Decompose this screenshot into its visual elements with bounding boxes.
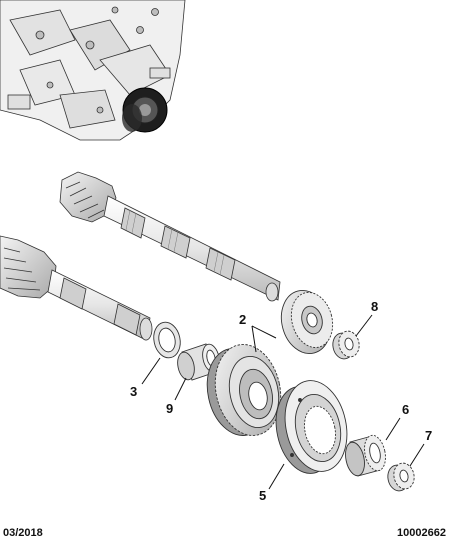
nut-part-7 xyxy=(387,462,415,492)
ring-part-6 xyxy=(345,434,386,477)
gear-upper-part-2 xyxy=(280,290,334,354)
callout-2: 2 xyxy=(239,312,246,327)
leader-lines xyxy=(141,314,425,490)
needle-bearing-part-9 xyxy=(177,343,220,381)
leader-7 xyxy=(409,443,425,467)
callout-6: 6 xyxy=(402,402,409,417)
gearbox-housing xyxy=(0,0,186,141)
gear-lower-part-2 xyxy=(206,344,282,436)
callout-8: 8 xyxy=(371,299,378,314)
leader-2-upper xyxy=(251,325,277,339)
nut-part-8 xyxy=(332,330,360,360)
primary-shaft xyxy=(59,171,281,302)
leader-3 xyxy=(141,357,161,385)
callout-9: 9 xyxy=(166,401,173,416)
washer-part-3 xyxy=(153,321,181,359)
leader-6 xyxy=(385,417,401,441)
callout-7: 7 xyxy=(425,428,432,443)
leader-2-lower xyxy=(251,325,257,353)
callout-5: 5 xyxy=(259,488,266,503)
footer-reference-number: 10002662 xyxy=(397,527,446,539)
footer-date: 03/2018 xyxy=(3,527,43,539)
leader-8 xyxy=(355,314,373,337)
leader-5 xyxy=(268,463,285,490)
output-seal xyxy=(122,87,168,133)
synchro-sleeve-part-5 xyxy=(275,380,348,474)
leader-9 xyxy=(174,377,187,401)
callout-3: 3 xyxy=(130,384,137,399)
secondary-shaft xyxy=(0,235,153,341)
